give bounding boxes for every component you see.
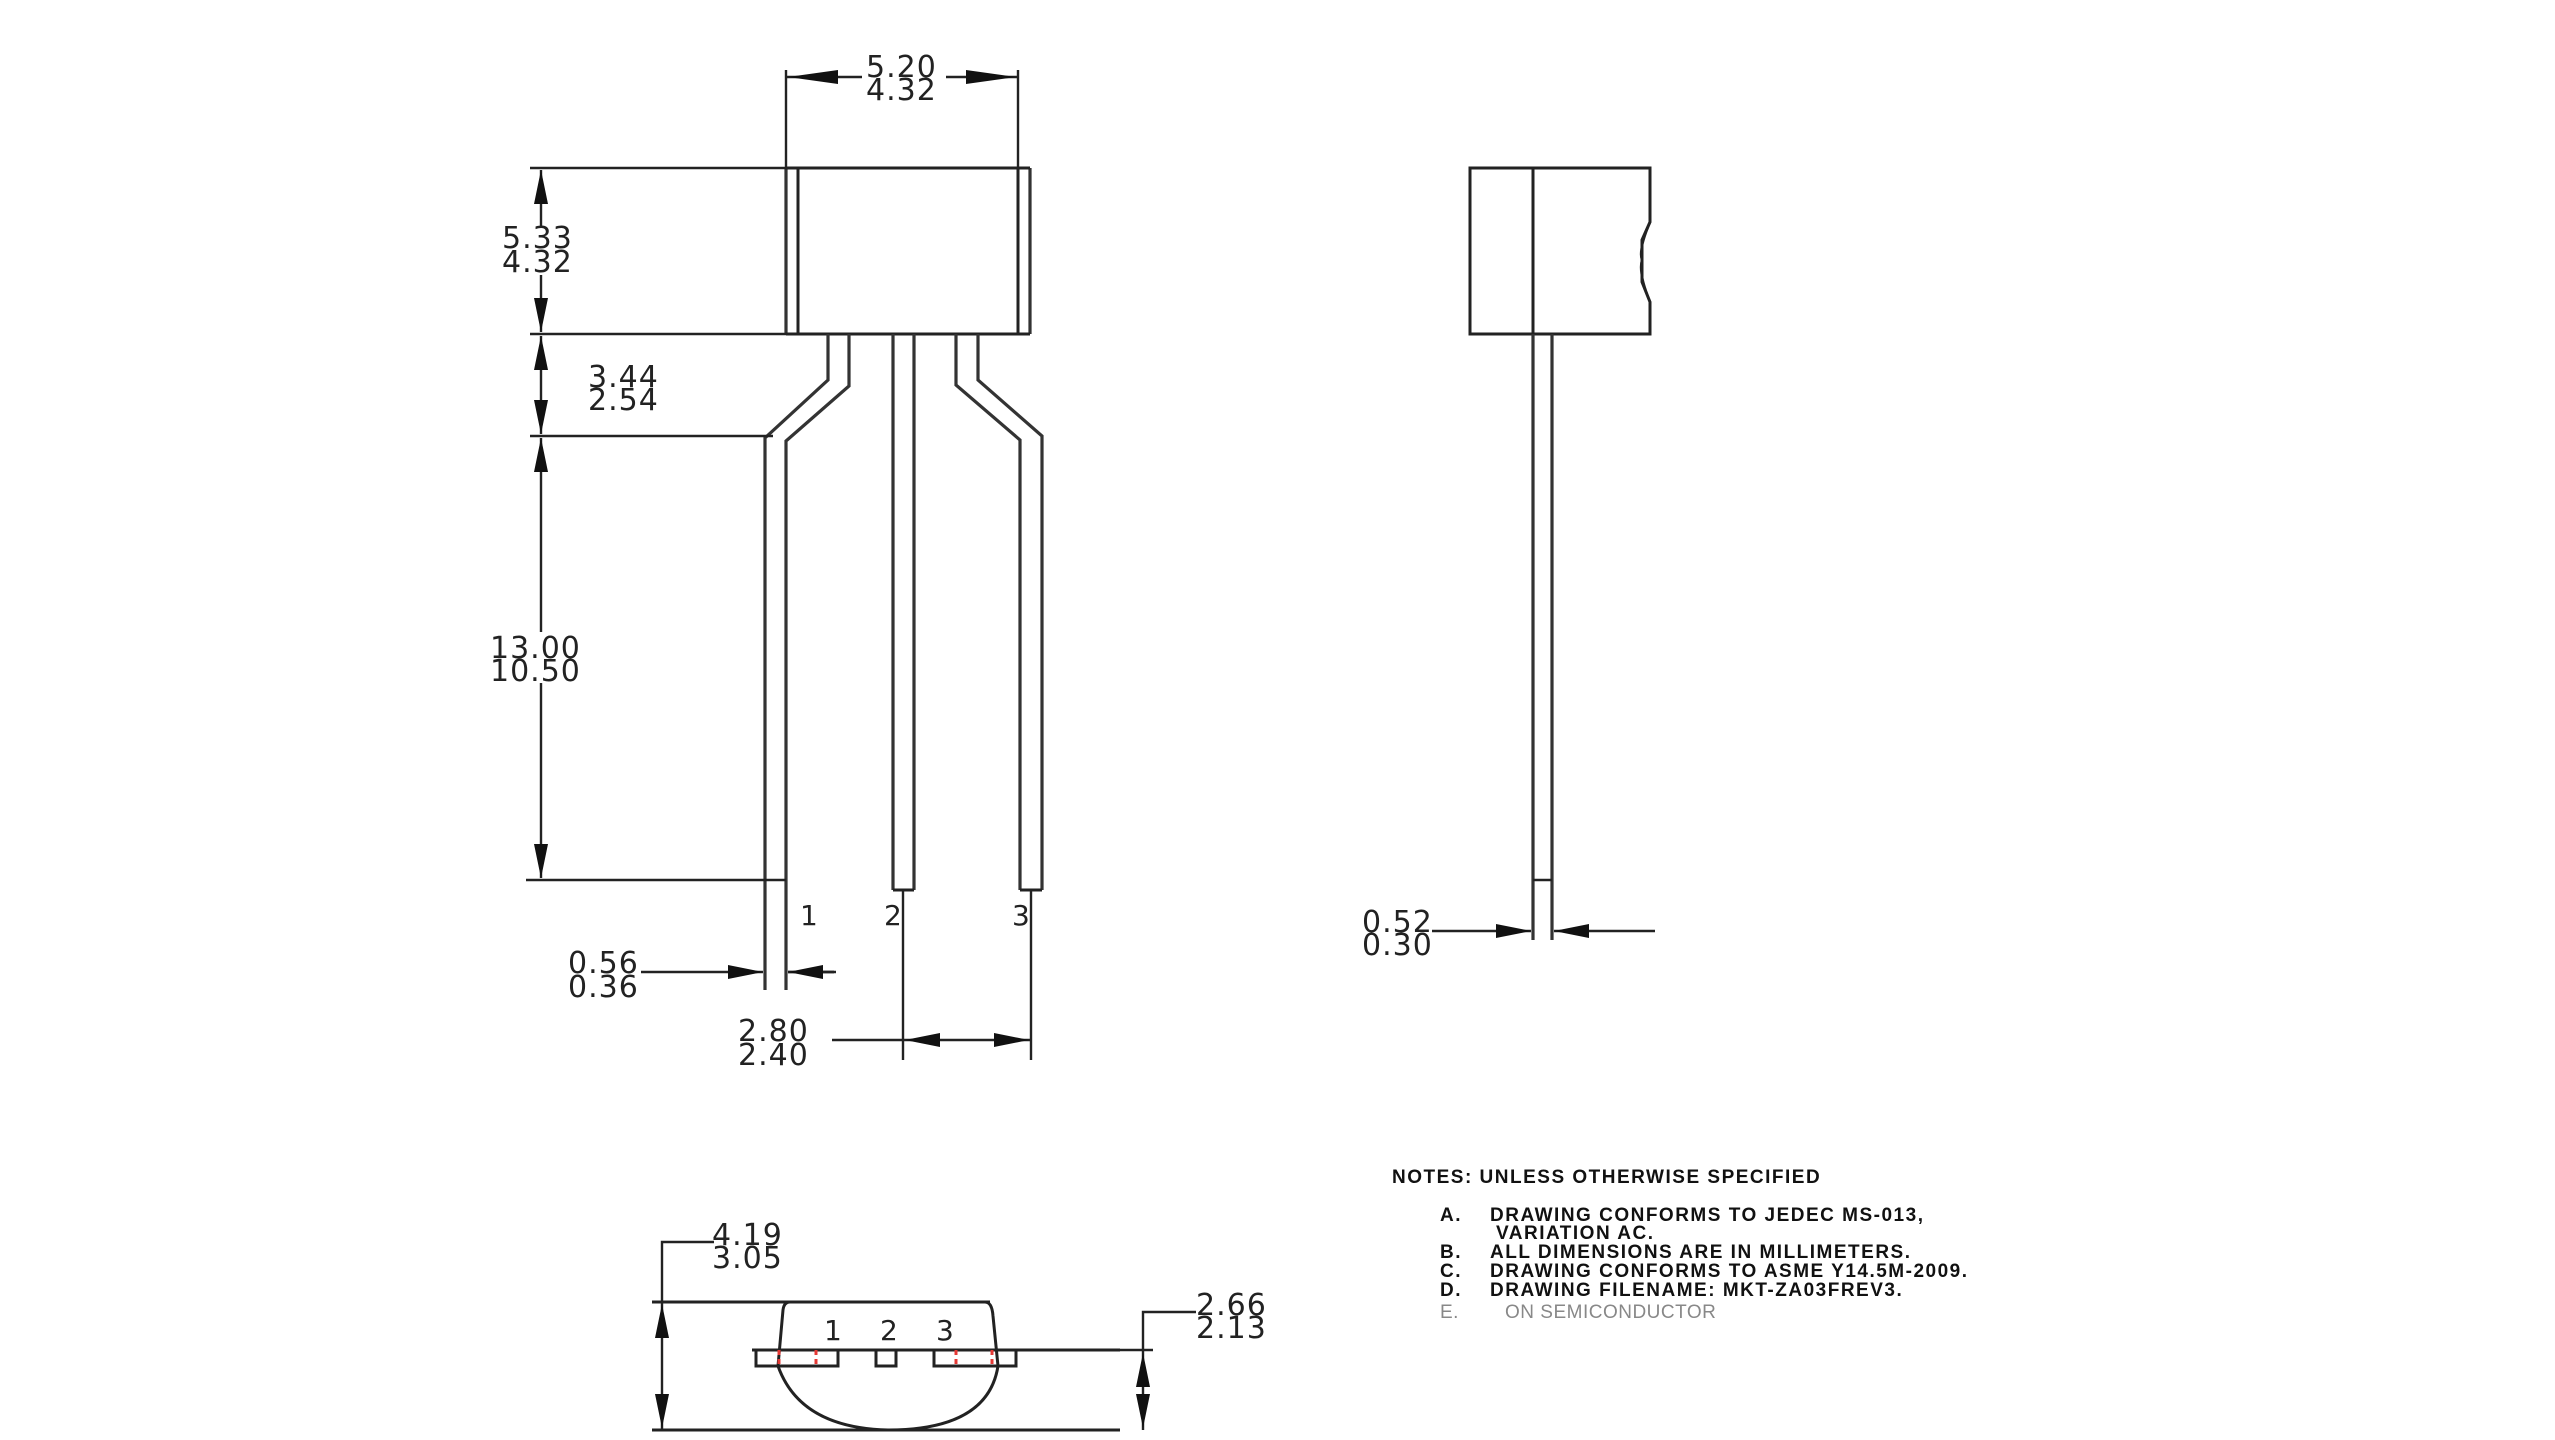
dim-lead-thickness-min: 0.30 <box>1362 928 1433 963</box>
dim-lead-bend-min: 2.54 <box>588 383 659 418</box>
dim-lead-thickness-max: 0.52 <box>1362 905 1433 940</box>
note-d-letter: D. <box>1440 1280 1462 1301</box>
note-c-text: DRAWING CONFORMS TO ASME Y14.5M-2009. <box>1490 1261 1969 1282</box>
dim-lead-pitch-min: 2.40 <box>738 1038 809 1073</box>
dim-lead-pitch: 2.80 2.40 <box>738 1014 1031 1073</box>
note-c-letter: C. <box>1440 1261 1462 1282</box>
notes-block: NOTES: UNLESS OTHERWISE SPECIFIED A. DRA… <box>1392 1167 1969 1323</box>
dim-lead-thickness: 0.52 0.30 <box>1362 905 1655 963</box>
dim-overall-depth-min: 3.05 <box>712 1241 783 1276</box>
note-b-letter: B. <box>1440 1242 1462 1263</box>
bottom-lead-2 <box>874 1348 898 1368</box>
bottom-pin-label-1: 1 <box>824 1314 842 1347</box>
lead-3-right-edge <box>976 334 1044 890</box>
note-e-text: ON SEMICONDUCTOR <box>1505 1302 1716 1323</box>
pin-label-3: 3 <box>1012 899 1030 932</box>
dim-lead-bend-max: 3.44 <box>588 360 659 395</box>
dim-overall-depth: 4.19 3.05 <box>655 1218 783 1430</box>
dim-body-width-min: 4.32 <box>866 73 937 108</box>
note-a-text: DRAWING CONFORMS TO JEDEC MS-013, <box>1490 1205 1924 1226</box>
dim-body-width-max: 5.20 <box>866 50 937 85</box>
dim-lead-offset-max: 2.66 <box>1196 1288 1267 1323</box>
pin-label-2: 2 <box>884 899 902 932</box>
bottom-lead-1 <box>754 1348 840 1368</box>
bottom-lead-3 <box>932 1348 1018 1368</box>
lead-3-left-edge <box>954 334 1022 890</box>
dim-lead-length-max: 13.00 <box>490 631 581 666</box>
note-e-letter: E. <box>1440 1302 1459 1323</box>
dim-lead-bend: 3.44 2.54 <box>530 336 773 438</box>
lead-1-right-edge <box>784 334 851 990</box>
dim-lead-width-max: 0.56 <box>568 946 639 981</box>
side-body <box>1468 166 1652 336</box>
dim-lead-length: 13.00 10.50 <box>490 438 786 882</box>
note-b-text: ALL DIMENSIONS ARE IN MILLIMETERS. <box>1490 1242 1912 1263</box>
dim-lead-width: 0.56 0.36 <box>568 946 836 1005</box>
notes-header: NOTES: UNLESS OTHERWISE SPECIFIED <box>1392 1167 1821 1188</box>
bottom-view: 1 2 3 4.19 3.05 2.66 2.13 <box>652 1218 1267 1432</box>
dim-lead-width-min: 0.36 <box>568 970 639 1005</box>
dim-body-height-min: 4.32 <box>502 245 573 280</box>
bottom-body-outline <box>776 1300 1000 1432</box>
dim-body-height-max: 5.33 <box>502 221 573 256</box>
note-d-text: DRAWING FILENAME: MKT-ZA03FREV3. <box>1490 1280 1903 1301</box>
pin-label-1: 1 <box>800 899 818 932</box>
dim-lead-offset-min: 2.13 <box>1196 1311 1267 1346</box>
note-a-continued: VARIATION AC. <box>1496 1223 1654 1244</box>
dim-lead-offset: 2.66 2.13 <box>1120 1288 1267 1430</box>
dim-lead-pitch-max: 2.80 <box>738 1014 809 1049</box>
dim-body-height: 5.33 4.32 <box>502 166 786 336</box>
side-view: 0.52 0.30 <box>1362 166 1655 963</box>
package-body <box>796 166 1020 336</box>
front-view: 1 2 3 5.20 4.32 5.33 4.32 <box>490 50 1044 1073</box>
dim-overall-depth-max: 4.19 <box>712 1218 783 1253</box>
dim-body-width: 5.20 4.32 <box>784 50 1020 168</box>
dim-lead-length-min: 10.50 <box>490 654 581 689</box>
bottom-pin-label-2: 2 <box>880 1314 898 1347</box>
bottom-pin-label-3: 3 <box>936 1314 954 1347</box>
lead-1-left-edge <box>763 334 830 890</box>
note-a-letter: A. <box>1440 1205 1462 1226</box>
